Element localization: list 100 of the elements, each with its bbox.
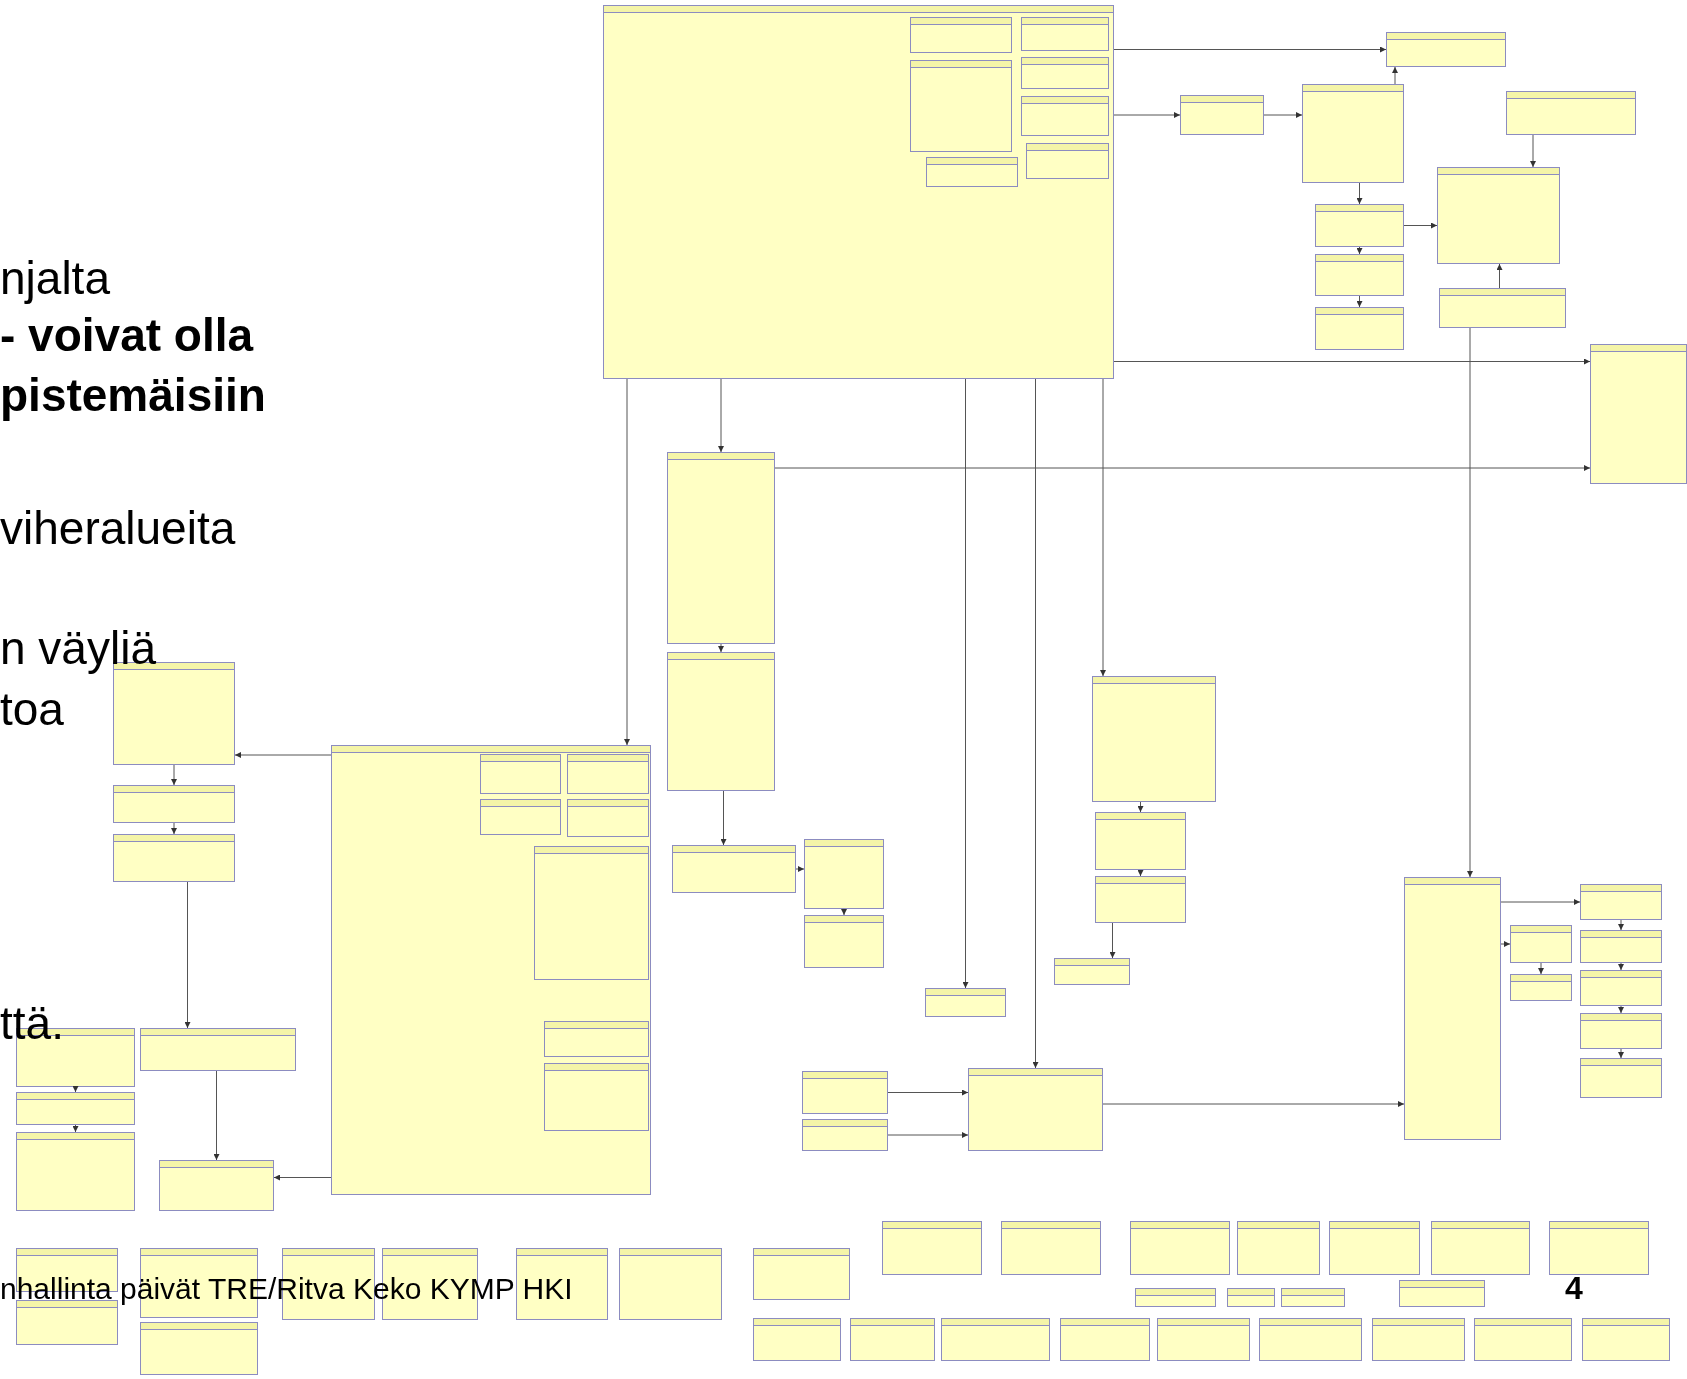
table-box xyxy=(1549,1221,1649,1275)
table-box xyxy=(1021,96,1109,136)
table-box xyxy=(1510,974,1572,1001)
relationship-line xyxy=(1356,246,1363,255)
relationship-line xyxy=(718,378,724,453)
table-box xyxy=(544,1021,649,1057)
table-box xyxy=(1404,877,1501,1140)
relationship-line xyxy=(1467,327,1473,878)
table-box xyxy=(882,1221,982,1275)
table-box xyxy=(1054,958,1130,985)
relationship-line xyxy=(1113,112,1181,118)
relationship-line xyxy=(624,378,630,746)
relationship-line xyxy=(234,752,332,758)
table-box xyxy=(1021,57,1109,89)
table-box xyxy=(140,1322,258,1375)
relationship-line xyxy=(1500,899,1581,905)
table-box xyxy=(1237,1221,1320,1275)
table-box xyxy=(1582,1318,1670,1361)
table-box xyxy=(925,988,1006,1017)
table-box xyxy=(1135,1288,1216,1307)
table-box xyxy=(113,785,235,823)
relationship-line xyxy=(1496,263,1503,289)
relationship-line xyxy=(795,866,805,872)
table-box xyxy=(159,1160,274,1211)
relationship-line xyxy=(1113,46,1387,53)
table-box xyxy=(1092,676,1216,802)
table-box xyxy=(1439,288,1566,328)
table-box xyxy=(753,1318,841,1361)
table-box xyxy=(926,157,1018,187)
table-box xyxy=(1001,1221,1101,1275)
slide-text: ttä. xyxy=(0,1000,64,1046)
relationship-line xyxy=(1538,962,1544,975)
table-box xyxy=(1060,1318,1150,1361)
relationship-line xyxy=(1530,134,1536,168)
table-box xyxy=(1431,1221,1530,1275)
table-box xyxy=(802,1119,888,1151)
relationship-line xyxy=(171,822,177,835)
table-box xyxy=(567,799,649,837)
table-box xyxy=(544,1063,649,1131)
relationship-line xyxy=(273,1174,332,1181)
table-box xyxy=(480,799,561,835)
relationship-line xyxy=(1618,1048,1624,1059)
table-box xyxy=(1580,1013,1662,1049)
table-box xyxy=(1021,17,1109,51)
relationship-line xyxy=(1100,378,1106,677)
table-box xyxy=(1302,84,1404,183)
slide-text: - voivat olla xyxy=(0,312,254,358)
table-box xyxy=(113,834,235,882)
table-box xyxy=(1580,884,1662,920)
relationship-line xyxy=(887,1132,969,1138)
table-box xyxy=(619,1248,722,1320)
table-box xyxy=(1157,1318,1250,1361)
relationship-line xyxy=(1356,182,1363,205)
table-box xyxy=(804,915,884,968)
table-box xyxy=(1315,307,1404,350)
table-box xyxy=(910,60,1012,152)
relationship-line xyxy=(720,790,727,846)
relationship-line xyxy=(1403,222,1438,229)
table-box xyxy=(1329,1221,1420,1275)
table-box xyxy=(1580,930,1662,963)
table-box xyxy=(1474,1318,1572,1361)
relationship-line xyxy=(1137,869,1144,877)
table-box xyxy=(480,754,561,794)
table-box xyxy=(968,1068,1103,1151)
table-box xyxy=(1399,1280,1485,1307)
relationship-line xyxy=(1618,962,1624,971)
table-box xyxy=(140,1028,296,1071)
table-box xyxy=(1026,143,1109,179)
table-box xyxy=(753,1248,850,1300)
table-box xyxy=(667,452,775,644)
slide-text: 4 xyxy=(1565,1272,1583,1304)
slide-text: toa xyxy=(0,686,64,732)
relationship-line xyxy=(171,764,177,786)
slide-text: nhallinta päivät TRE/Ritva Keko KYMP HKI xyxy=(0,1274,573,1304)
table-box xyxy=(910,17,1012,53)
relationship-line xyxy=(841,908,847,916)
table-box xyxy=(16,1132,135,1211)
table-box xyxy=(1386,32,1506,67)
relationship-line xyxy=(962,378,969,989)
table-box xyxy=(567,754,649,794)
table-box xyxy=(1315,204,1404,247)
relationship-line xyxy=(1618,1005,1624,1014)
relationship-line xyxy=(1137,801,1144,813)
table-box xyxy=(1506,91,1636,135)
relationship-line xyxy=(1263,112,1303,118)
relationship-line xyxy=(887,1089,969,1096)
table-box xyxy=(1281,1288,1345,1307)
table-box xyxy=(1580,970,1662,1006)
table-box xyxy=(1372,1318,1465,1361)
relationship-line xyxy=(72,1086,79,1093)
table-box xyxy=(1580,1058,1662,1098)
table-box xyxy=(1227,1288,1275,1307)
table-box xyxy=(603,5,1114,379)
table-box xyxy=(1130,1221,1230,1275)
relationship-line xyxy=(1500,941,1511,947)
relationship-line xyxy=(774,465,1591,471)
relationship-line xyxy=(72,1124,79,1133)
relationship-line xyxy=(1618,919,1624,931)
table-box xyxy=(16,1300,118,1345)
table-box xyxy=(1095,812,1186,870)
